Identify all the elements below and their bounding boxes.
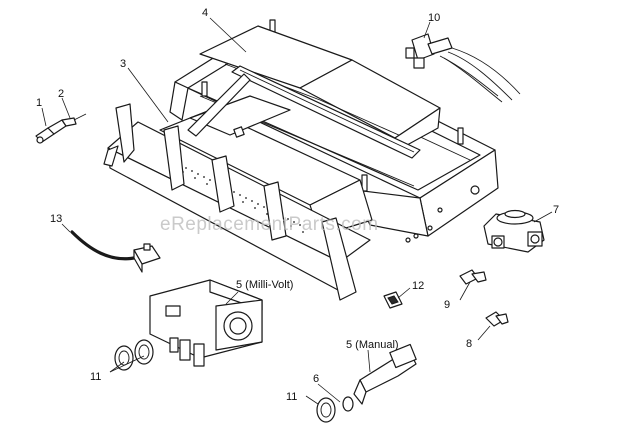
callout-7: 7 [553,204,559,216]
callout-6: 6 [313,373,319,385]
callout-labels: 1 2 3 4 5 (Milli-Volt) 5 (Manual) 6 7 8 … [36,7,559,403]
callout-5-milli-volt: 5 (Milli-Volt) [236,279,293,291]
pilot-assembly [35,113,87,144]
top-plate [199,25,441,159]
callout-5-manual: 5 (Manual) [346,339,399,351]
watermark-text: eReplacementParts.com [160,214,379,235]
control-knobs [114,339,336,423]
small-fittings [383,269,509,327]
callout-4: 4 [202,7,208,19]
ember-bed [159,73,373,237]
manual-valve [342,343,417,412]
callout-12: 12 [412,280,424,292]
callout-11-left: 11 [90,371,101,383]
pilot-burner [405,33,521,103]
wire-switch [70,230,161,273]
callout-11-right: 11 [286,391,297,403]
callout-3: 3 [120,58,126,70]
leader-lines [41,17,553,405]
callout-10: 10 [428,12,440,24]
callout-2: 2 [58,88,64,100]
millivolt-valve [149,279,263,367]
regulator [483,209,545,253]
callout-8: 8 [466,338,472,350]
callout-9: 9 [444,299,450,311]
callout-13: 13 [50,213,62,225]
callout-1: 1 [36,97,42,109]
front-grate [103,103,371,301]
